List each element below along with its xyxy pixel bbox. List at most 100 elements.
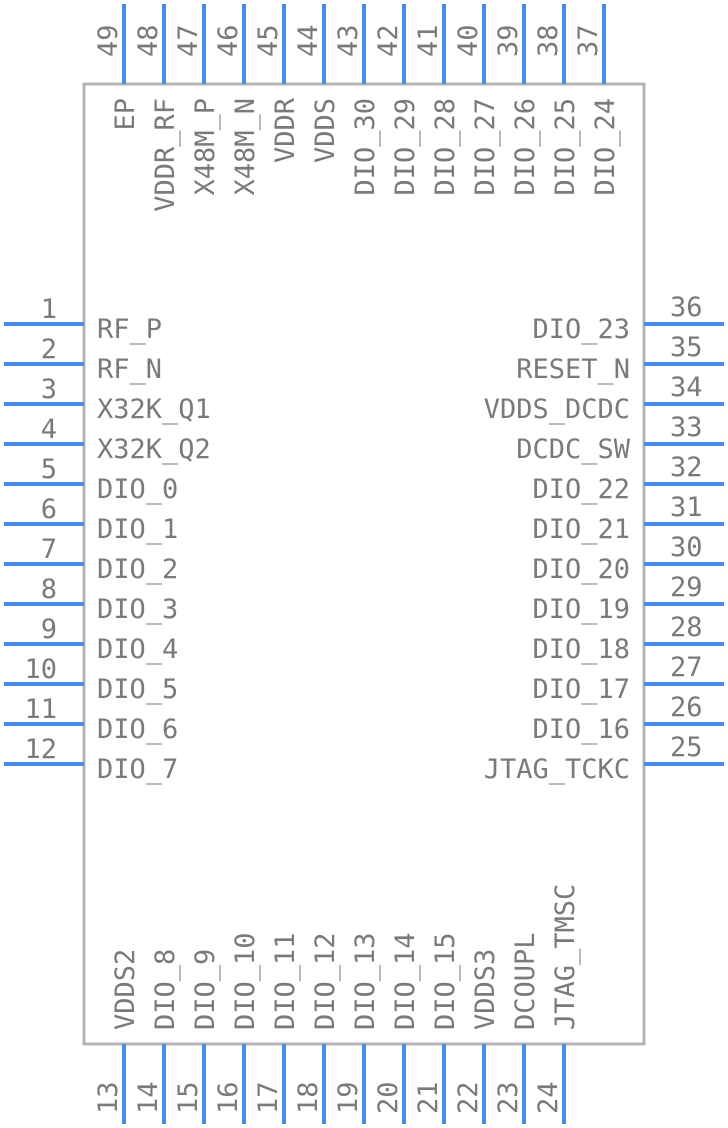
pin-17-number: 17	[253, 1081, 284, 1114]
pin-16-number: 16	[213, 1081, 244, 1114]
pin-39-name: DIO_26	[510, 98, 541, 196]
pin-29-number: 29	[670, 572, 703, 603]
pin-9-number: 9	[41, 614, 57, 645]
pin-10-number: 10	[24, 654, 57, 685]
pin-43-name: DIO_30	[350, 98, 381, 196]
pin-22-name: VDDS3	[470, 949, 501, 1030]
pin-33-name: DCDC_SW	[516, 434, 631, 465]
pin-35-number: 35	[670, 332, 703, 363]
pin-1-name: RF_P	[97, 314, 162, 345]
pin-18-number: 18	[293, 1081, 324, 1114]
pin-27-number: 27	[670, 652, 703, 683]
ic-body	[82, 82, 646, 1046]
pin-7-number: 7	[41, 534, 57, 565]
pin-18-name: DIO_12	[310, 932, 341, 1030]
pin-14-name: DIO_8	[150, 949, 181, 1030]
pin-10-name: DIO_5	[97, 674, 178, 705]
pin-20-name: DIO_14	[390, 932, 421, 1030]
pin-29-name: DIO_19	[532, 594, 630, 625]
pin-34-number: 34	[670, 372, 703, 403]
pin-31-name: DIO_21	[532, 514, 630, 545]
pin-36-number: 36	[670, 292, 703, 323]
pin-45-number: 45	[253, 24, 284, 57]
pin-44-number: 44	[293, 24, 324, 57]
pin-27-name: DIO_17	[532, 674, 630, 705]
pin-4-name: X32K_Q2	[97, 434, 211, 465]
pin-36-name: DIO_23	[532, 314, 630, 345]
pin-41-name: DIO_28	[430, 98, 461, 196]
pin-1-number: 1	[41, 294, 57, 325]
pin-33-number: 33	[670, 412, 703, 443]
pin-41-number: 41	[413, 24, 444, 57]
pin-6-number: 6	[41, 494, 57, 525]
pin-11-name: DIO_6	[97, 714, 178, 745]
pin-4-number: 4	[41, 414, 57, 445]
pin-5-number: 5	[41, 454, 57, 485]
pin-46-number: 46	[213, 24, 244, 57]
pin-34-name: VDDS_DCDC	[484, 394, 630, 425]
pin-7-name: DIO_2	[97, 554, 178, 585]
pin-15-number: 15	[173, 1081, 204, 1114]
pin-group: 1RF_P2RF_N3X32K_Q14X32K_Q25DIO_06DIO_17D…	[4, 4, 724, 1124]
pin-37-number: 37	[573, 24, 604, 57]
pin-9-name: DIO_4	[97, 634, 178, 665]
pin-3-number: 3	[41, 374, 57, 405]
pin-32-name: DIO_22	[532, 474, 630, 505]
pin-48-number: 48	[133, 24, 164, 57]
pin-2-number: 2	[41, 334, 57, 365]
pin-30-number: 30	[670, 532, 703, 563]
pin-43-number: 43	[333, 24, 364, 57]
pin-13-name: VDDS2	[110, 949, 141, 1030]
pin-24-name: JTAG_TMSC	[550, 884, 581, 1030]
pin-46-name: X48M_N	[230, 98, 261, 196]
pin-47-name: X48M_P	[190, 98, 221, 196]
pin-16-name: DIO_10	[230, 932, 261, 1030]
pin-49-name: EP	[110, 98, 141, 131]
pin-6-name: DIO_1	[97, 514, 178, 545]
pin-28-name: DIO_18	[532, 634, 630, 665]
pin-35-name: RESET_N	[516, 354, 630, 385]
pin-5-name: DIO_0	[97, 474, 178, 505]
pin-8-number: 8	[41, 574, 57, 605]
pin-12-number: 12	[24, 734, 57, 765]
pin-26-number: 26	[670, 692, 703, 723]
pin-14-number: 14	[133, 1081, 164, 1114]
pin-47-number: 47	[173, 24, 204, 57]
pin-40-number: 40	[453, 24, 484, 57]
pin-32-number: 32	[670, 452, 703, 483]
pin-12-name: DIO_7	[97, 754, 178, 785]
pin-8-name: DIO_3	[97, 594, 178, 625]
pin-31-number: 31	[670, 492, 703, 523]
pin-42-number: 42	[373, 24, 404, 57]
pin-23-name: DCOUPL	[510, 932, 541, 1030]
pin-21-number: 21	[413, 1081, 444, 1114]
pin-19-number: 19	[333, 1081, 364, 1114]
pin-2-name: RF_N	[97, 354, 162, 385]
pin-38-number: 38	[533, 24, 564, 57]
pin-38-name: DIO_25	[550, 98, 581, 196]
pin-23-number: 23	[493, 1081, 524, 1114]
pin-17-name: DIO_11	[270, 932, 301, 1030]
pin-28-number: 28	[670, 612, 703, 643]
pin-37-name: DIO_24	[590, 98, 621, 196]
pin-24-number: 24	[533, 1081, 564, 1114]
pin-45-name: VDDR	[270, 97, 301, 163]
pin-44-name: VDDS	[310, 98, 341, 163]
pin-49-number: 49	[93, 24, 124, 57]
pin-3-name: X32K_Q1	[97, 394, 211, 425]
pin-11-number: 11	[24, 694, 57, 725]
pin-42-name: DIO_29	[390, 98, 421, 196]
pin-40-name: DIO_27	[470, 98, 501, 196]
pin-22-number: 22	[453, 1081, 484, 1114]
pin-30-name: DIO_20	[532, 554, 630, 585]
pin-25-name: JTAG_TCKC	[484, 754, 630, 785]
pin-21-name: DIO_15	[430, 932, 461, 1030]
pin-15-name: DIO_9	[190, 949, 221, 1030]
pin-19-name: DIO_13	[350, 932, 381, 1030]
pin-26-name: DIO_16	[532, 714, 630, 745]
pin-39-number: 39	[493, 24, 524, 57]
pin-25-number: 25	[670, 732, 703, 763]
pin-13-number: 13	[93, 1081, 124, 1114]
pin-48-name: VDDR_RF	[150, 98, 181, 212]
